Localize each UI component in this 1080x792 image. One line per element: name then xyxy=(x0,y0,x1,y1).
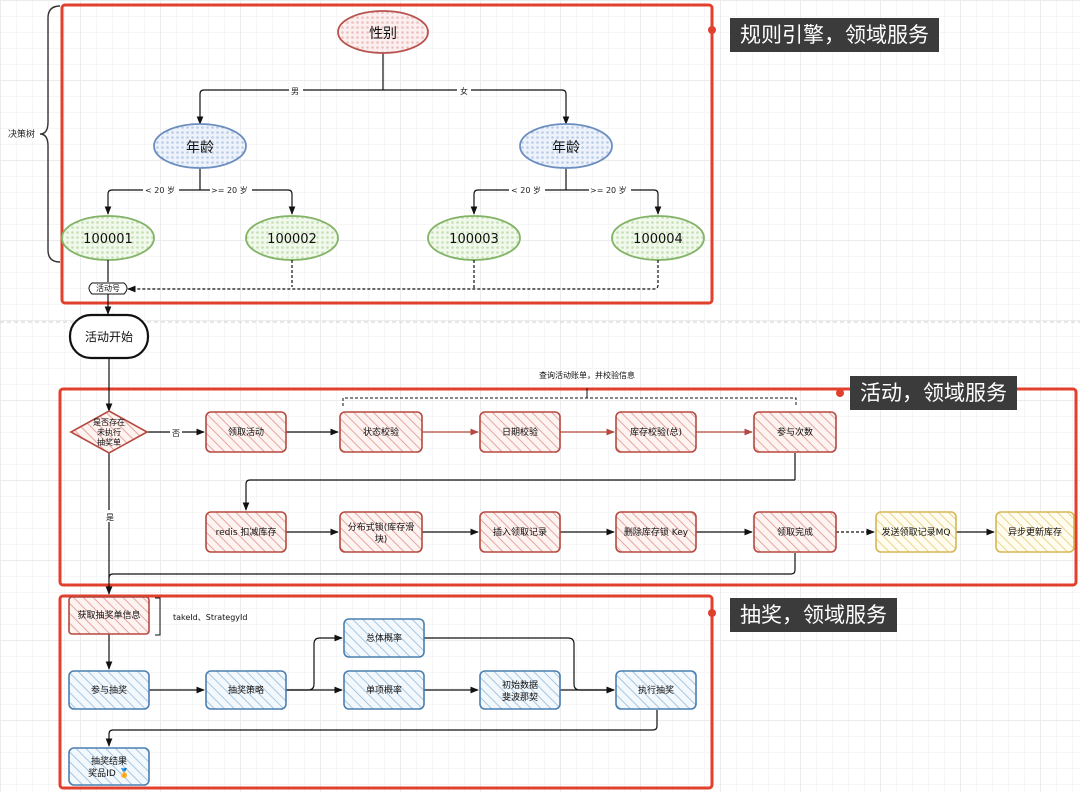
box-claim-activity[interactable]: 领取活动 xyxy=(205,411,287,453)
callout-draw: 抽奖，领域服务 xyxy=(730,598,897,632)
box-draw-result-line-2: 奖品ID 🏅 xyxy=(88,767,130,779)
callout-rules: 规则引擎，领域服务 xyxy=(730,18,939,52)
box-dist-lock-line-2: 块) xyxy=(375,533,388,545)
box-draw-result-line-1: 抽奖结果 xyxy=(91,755,127,767)
box-dist-lock[interactable]: 分布式锁(库存滑 块) xyxy=(339,511,423,553)
tree-edges xyxy=(104,52,662,215)
edge-ge20-left: >= 20 岁 xyxy=(211,185,248,195)
box-date-check-label: 日期校验 xyxy=(502,426,538,438)
query-bracket xyxy=(342,397,797,406)
decision-line-2: 未执行 xyxy=(97,427,121,437)
decision-no-label: 否 xyxy=(172,429,180,438)
box-stock-check-label: 库存校验(总) xyxy=(630,426,682,438)
activity-no-tag[interactable]: 活动号 xyxy=(88,282,128,295)
box-single-prob-label: 单项概率 xyxy=(366,684,402,696)
box-delete-lock[interactable]: 删除库存锁 Key xyxy=(615,511,697,553)
box-send-mq[interactable]: 发送领取记录MQ xyxy=(875,511,957,553)
box-init-data-line-1: 初始数据 xyxy=(502,679,538,691)
decision-line-1: 是否存在 xyxy=(93,417,125,427)
leaf-100003[interactable]: 100003 xyxy=(427,215,521,261)
box-redis-deduct[interactable]: redis 扣减库存 xyxy=(205,511,287,553)
box-send-mq-label: 发送领取记录MQ xyxy=(882,526,951,538)
draw-edges xyxy=(105,634,658,747)
box-join-draw[interactable]: 参与抽奖 xyxy=(68,670,150,710)
box-single-prob[interactable]: 单项概率 xyxy=(343,670,425,710)
node-gender[interactable]: 性别 xyxy=(337,10,429,54)
box-init-data[interactable]: 初始数据 斐波那契 xyxy=(479,670,561,710)
draw-frame xyxy=(58,594,714,790)
activity-start-label: 活动开始 xyxy=(85,330,133,344)
ids-note-bracket xyxy=(155,597,161,636)
branch-female-label: 女 xyxy=(460,86,468,96)
activity-start-node[interactable]: 活动开始 xyxy=(68,313,150,360)
callout-draw-dot xyxy=(708,609,716,617)
query-note: 查询活动账单，并校验信息 xyxy=(539,370,635,380)
box-claim-done-label: 领取完成 xyxy=(777,526,813,538)
edge-lt20-right: < 20 岁 xyxy=(511,185,541,195)
tree-side-label: 决策树 xyxy=(8,128,35,140)
box-insert-record-label: 插入领取记录 xyxy=(493,526,547,538)
node-age-left[interactable]: 年龄 xyxy=(153,123,247,169)
box-init-data-line-2: 斐波那契 xyxy=(502,691,538,703)
box-state-check-label: 状态校验 xyxy=(363,426,399,438)
box-get-order[interactable]: 获取抽奖单信息 xyxy=(68,596,150,635)
box-join-count-label: 参与次数 xyxy=(777,426,813,438)
leaf-return-edges xyxy=(127,260,659,293)
edge-ge20-right: >= 20 岁 xyxy=(590,185,627,195)
box-strategy[interactable]: 抽奖策略 xyxy=(205,670,287,710)
box-dist-lock-line-1: 分布式锁(库存滑 xyxy=(348,521,415,533)
box-execute-draw-label: 执行抽奖 xyxy=(638,684,674,696)
box-date-check[interactable]: 日期校验 xyxy=(479,411,561,453)
edge-lt20-left: < 20 岁 xyxy=(145,185,175,195)
leaf-100001[interactable]: 100001 xyxy=(61,215,155,261)
box-strategy-label: 抽奖策略 xyxy=(228,684,264,696)
leaf-100002-label: 100002 xyxy=(267,232,317,247)
callout-rules-dot xyxy=(708,26,716,34)
activity-edges xyxy=(105,358,995,595)
box-overall-prob-label: 总体概率 xyxy=(366,632,402,644)
box-draw-result[interactable]: 抽奖结果 奖品ID 🏅 xyxy=(68,747,150,786)
box-redis-deduct-label: redis 扣减库存 xyxy=(216,526,277,538)
leaf-100004-label: 100004 xyxy=(633,232,683,247)
node-age-right[interactable]: 年龄 xyxy=(519,123,613,169)
box-overall-prob[interactable]: 总体概率 xyxy=(343,618,425,658)
box-claim-activity-label: 领取活动 xyxy=(228,426,264,438)
branch-male-label: 男 xyxy=(291,87,299,96)
decision-yes-label: 是 xyxy=(106,513,114,522)
box-claim-done[interactable]: 领取完成 xyxy=(753,511,837,553)
activity-frame xyxy=(58,387,1078,587)
node-age-left-label: 年龄 xyxy=(186,140,214,156)
box-state-check[interactable]: 状态校验 xyxy=(339,411,423,453)
box-async-stock-label: 异步更新库存 xyxy=(1008,526,1062,538)
callout-activity-dot xyxy=(836,389,844,397)
ids-note: takeId、StrategyId xyxy=(173,613,247,622)
box-insert-record[interactable]: 插入领取记录 xyxy=(479,511,561,553)
leaf-100001-label: 100001 xyxy=(83,232,133,247)
tree-bracket xyxy=(39,5,61,263)
leaf-100004[interactable]: 100004 xyxy=(611,215,705,261)
box-join-draw-label: 参与抽奖 xyxy=(91,684,127,696)
box-stock-check[interactable]: 库存校验(总) xyxy=(615,411,697,453)
leaf-100002[interactable]: 100002 xyxy=(245,215,339,261)
node-age-right-label: 年龄 xyxy=(552,140,580,156)
activity-no-label: 活动号 xyxy=(96,283,120,293)
box-delete-lock-label: 删除库存锁 Key xyxy=(624,526,689,538)
box-execute-draw[interactable]: 执行抽奖 xyxy=(615,670,697,710)
box-get-order-label: 获取抽奖单信息 xyxy=(77,609,140,621)
leaf-100003-label: 100003 xyxy=(449,232,499,247)
rules-engine-frame xyxy=(60,3,714,305)
decision-line-3: 抽奖单 xyxy=(97,437,121,447)
callout-activity: 活动，领域服务 xyxy=(850,376,1017,410)
box-join-count[interactable]: 参与次数 xyxy=(753,411,837,453)
box-async-stock[interactable]: 异步更新库存 xyxy=(995,511,1075,553)
node-gender-label: 性别 xyxy=(369,26,397,42)
decision-diamond[interactable]: 是否存在 未执行 抽奖单 xyxy=(69,410,149,454)
